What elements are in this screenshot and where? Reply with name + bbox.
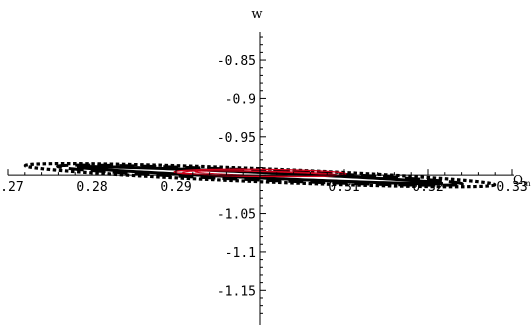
x-tick-label-0: 0.27	[0, 180, 24, 195]
x-axis-label-main: Ω	[513, 173, 523, 187]
contour-series-group	[23, 161, 497, 189]
axes: 0.270.280.290.310.320.33 -0.85-0.9-0.95-…	[0, 32, 528, 325]
y-tick-label-4: -1.1	[225, 246, 256, 261]
contour-solid-2	[76, 165, 444, 186]
x-axis-label-subscript: m	[523, 179, 531, 188]
x-axis-label: Ωm	[513, 173, 531, 188]
x-tick-label-3: 0.31	[328, 180, 359, 195]
contour-dashed-1	[56, 163, 464, 187]
y-tick-label-2: -0.95	[217, 131, 256, 146]
x-ticks: 0.27 0.28 0.29 0.31 0.32 0.33	[0, 169, 528, 195]
y-tick-label-1: -0.9	[225, 92, 256, 107]
x-tick-label-4: 0.32	[412, 180, 443, 195]
y-axis-label: w	[251, 7, 262, 22]
x-tick-label-5: 0.33	[496, 180, 527, 195]
y-tick-label-0: -0.85	[217, 54, 256, 69]
y-ticks: -0.85 -0.9 -0.95 -1.05 -1.1 -1.15	[217, 36, 266, 314]
contour-dotted-0	[23, 161, 497, 189]
y-tick-label-3: -1.05	[217, 208, 256, 223]
x-tick-label-1: 0.28	[76, 180, 107, 195]
y-tick-label-5: -1.15	[217, 284, 256, 299]
x-tick-label-2: 0.29	[160, 180, 191, 195]
contour-solid-5	[194, 170, 334, 177]
